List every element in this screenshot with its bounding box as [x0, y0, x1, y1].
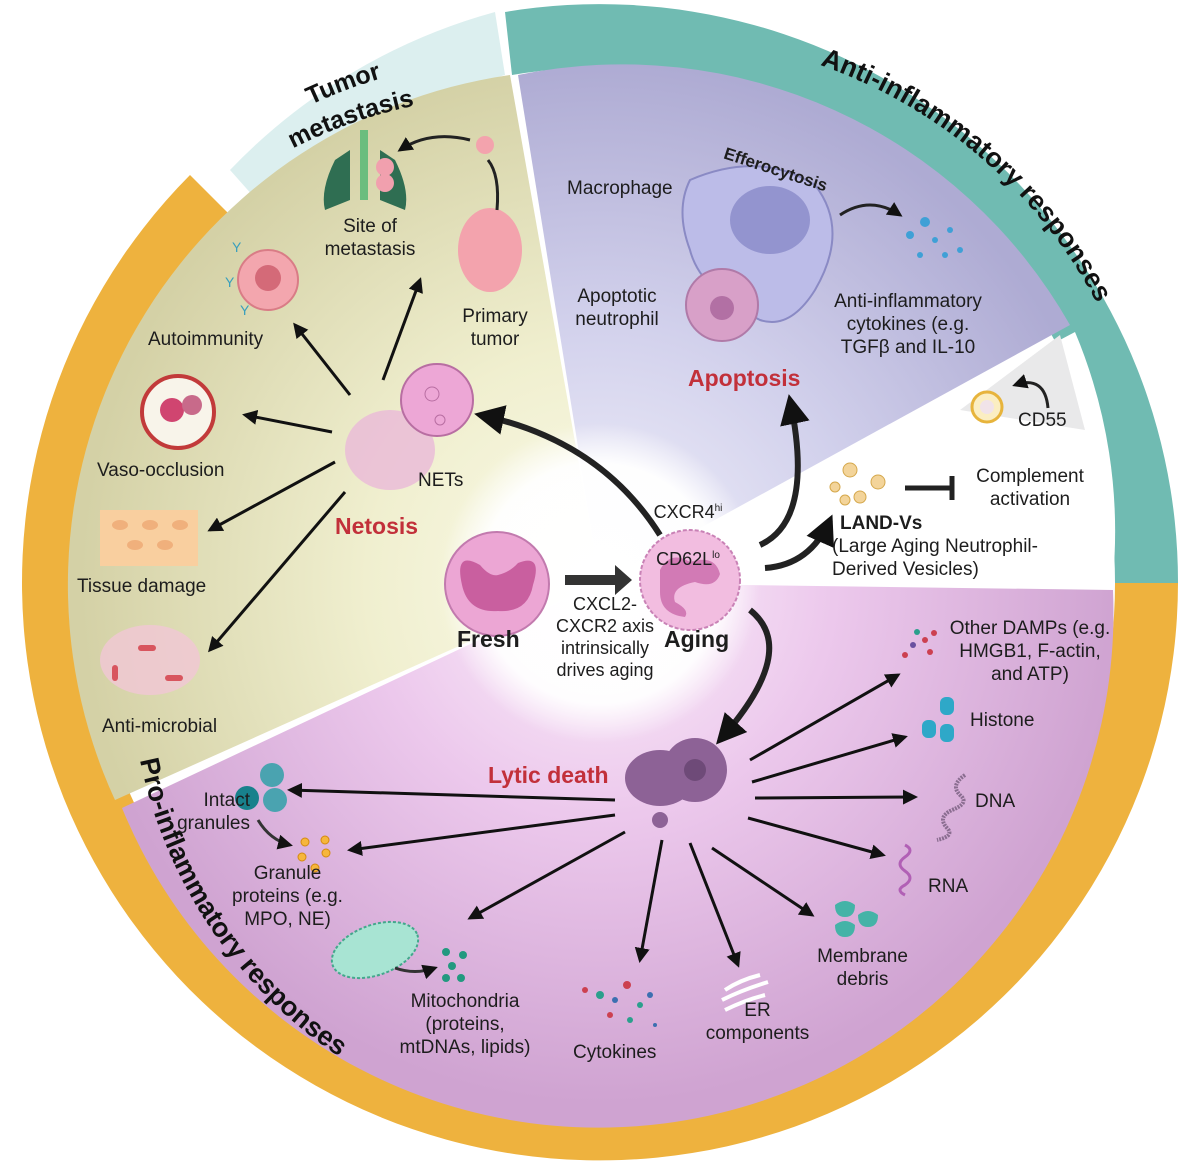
anti-inflammatory-cytokine-dots — [906, 217, 963, 258]
marker-cd62l: CD62L — [656, 549, 713, 569]
lung-icon — [323, 130, 407, 210]
granule-release-arrow — [256, 819, 293, 850]
aging-neutrophil-icon — [639, 529, 741, 631]
histone-label: Histone — [970, 710, 1035, 731]
vaso-occlusion-label: Vaso-occlusion — [97, 460, 225, 481]
er-components-label: ER components — [705, 1000, 810, 1044]
histone-icon — [922, 697, 954, 742]
landv-vesicles-icon — [829, 462, 886, 506]
granule-proteins-icon — [297, 835, 331, 873]
aging-to-landv-arrow — [764, 514, 834, 571]
intact-granules-label: Intact granules — [177, 790, 250, 834]
apoptosis-title: Apoptosis — [688, 365, 801, 391]
landv-title: LAND-Vs — [840, 513, 923, 534]
cd55-label: CD55 — [1018, 410, 1067, 431]
lytic-death-title: Lytic death — [488, 762, 609, 788]
efferocytosis-arrow — [839, 202, 903, 217]
nets-label: NETs — [418, 470, 464, 491]
tissue-damage-label: Tissue damage — [77, 576, 207, 597]
anti-microbial-label: Anti-microbial — [102, 716, 218, 737]
complement-inhibition-arrow — [905, 476, 955, 500]
landv-subtitle: (Large Aging Neutrophil- Derived Vesicle… — [832, 536, 1038, 580]
membrane-debris-label: Membrane debris — [817, 946, 908, 990]
aging-to-lytic-arrow — [716, 607, 773, 745]
cd55-vesicle-icon — [970, 390, 1004, 424]
tissue-damage-icon — [100, 510, 198, 566]
pro-inflammatory-ring — [22, 175, 1179, 1161]
dna-icon — [936, 773, 967, 842]
autoimmunity-icon: Y Y Y — [225, 239, 299, 318]
mito-products-icon — [442, 948, 467, 982]
complement-activation-label: Complement activation — [976, 466, 1084, 510]
apoptotic-neutrophil-icon — [685, 268, 759, 342]
svg-text:Y: Y — [225, 274, 235, 290]
cytokines-icon — [582, 981, 657, 1027]
aging-to-apoptosis-arrow — [758, 394, 810, 548]
anti-inflammatory-cytokines-label: Anti-inflammatory cytokines (e.g. TGFβ a… — [834, 291, 982, 358]
site-of-metastasis-label: Site of metastasis — [324, 216, 416, 260]
aging-arrow — [565, 565, 632, 595]
rna-label: RNA — [928, 876, 969, 897]
netosis-title: Netosis — [335, 513, 419, 539]
intact-granules-icon — [235, 763, 287, 812]
cytokines-label: Cytokines — [573, 1042, 657, 1063]
cd55-arrow — [1012, 374, 1050, 409]
primary-tumor-label: Primary tumor — [462, 306, 528, 350]
apoptotic-neutrophil-label: Apoptotic neutrophil — [575, 286, 659, 330]
svg-text:Y: Y — [240, 302, 250, 318]
svg-text:Y: Y — [232, 239, 242, 255]
macrophage-label: Macrophage — [567, 178, 673, 199]
mitochondria-icon — [330, 920, 420, 980]
dna-label: DNA — [975, 791, 1016, 812]
nets-icon — [345, 363, 474, 490]
marker-cxcr4-sup: hi — [714, 503, 723, 514]
marker-cxcr4: CXCR4 — [653, 502, 715, 522]
damps-icon — [902, 629, 937, 658]
rna-icon — [898, 843, 912, 897]
marker-cd62l-sup: lo — [712, 550, 720, 561]
aging-to-netosis-arrow — [474, 405, 663, 537]
cxcl2-axis-label: CXCL2- CXCR2 axis intrinsically drives a… — [555, 594, 655, 680]
metastasis-arrows — [400, 135, 500, 211]
fresh-label: Fresh — [457, 626, 520, 652]
lytic-arrows — [287, 673, 918, 968]
autoimmunity-label: Autoimmunity — [148, 329, 264, 350]
lytic-cell-icon — [625, 738, 727, 828]
granule-proteins-label: Granule proteins (e.g. MPO, NE) — [232, 863, 343, 930]
netosis-arrows — [207, 277, 423, 653]
lytic-sector — [122, 583, 1114, 1128]
anti-microbial-icon — [100, 625, 200, 695]
mitochondria-label: Mitochondria (proteins, mtDNAs, lipids) — [399, 991, 531, 1058]
mito-release-arrow — [394, 964, 438, 980]
aging-label: Aging — [664, 626, 730, 652]
membrane-debris-icon — [835, 901, 878, 937]
aging-markers-label: CXCR4hi CD62Llo — [643, 476, 733, 570]
er-components-icon — [721, 973, 769, 1012]
vaso-occlusion-icon — [140, 374, 216, 450]
primary-tumor-icon — [458, 136, 522, 292]
other-damps-label: Other DAMPs (e.g. HMGB1, F-actin, and AT… — [949, 618, 1111, 685]
fresh-neutrophil-icon — [444, 531, 550, 637]
